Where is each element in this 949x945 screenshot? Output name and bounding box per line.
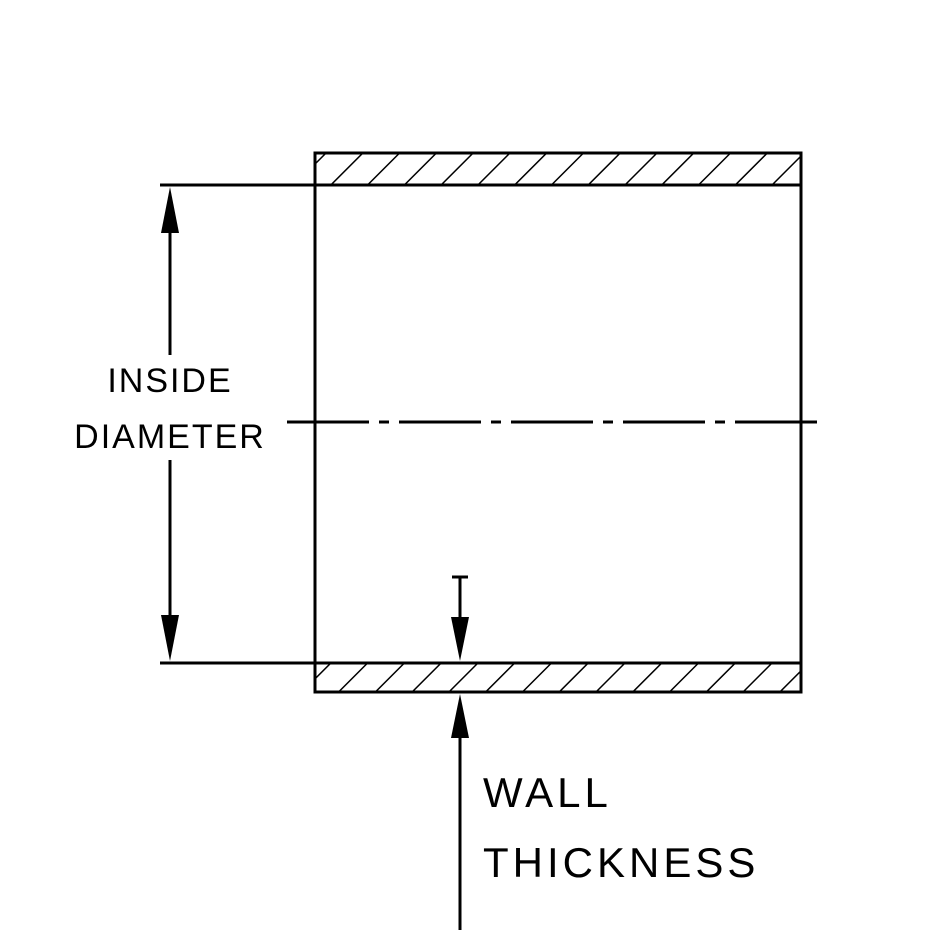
wall-thickness-dimension (451, 575, 469, 930)
top-wall-hatch (313, 151, 803, 187)
wall-thickness-label-line1: WALL (483, 769, 612, 816)
wall-arrowhead-down-icon (451, 617, 469, 661)
inside-diameter-dimension (160, 183, 315, 665)
inside-diameter-label-line2: DIAMETER (74, 418, 266, 456)
bottom-wall-hatch (313, 661, 803, 694)
arrowhead-up-icon (161, 187, 179, 233)
wall-thickness-label-line2: THICKNESS (483, 839, 760, 886)
wall-arrowhead-up-icon (451, 694, 469, 738)
arrowhead-down-icon (161, 615, 179, 661)
inside-diameter-label-line1: INSIDE (107, 362, 233, 400)
